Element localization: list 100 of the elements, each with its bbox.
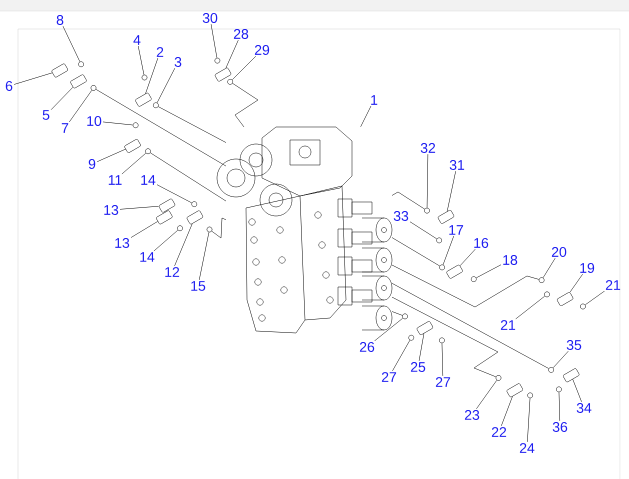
fitting xyxy=(70,74,87,88)
fitting xyxy=(506,383,523,398)
callout-number: 18 xyxy=(503,255,518,265)
leader-line xyxy=(138,46,144,75)
leader-line xyxy=(552,350,569,368)
callout-number: 1 xyxy=(371,95,378,105)
callout-number: 7 xyxy=(62,123,68,133)
o-ring xyxy=(90,85,96,91)
callout-number: 3 xyxy=(174,57,182,67)
callout-number: 35 xyxy=(566,340,582,350)
fitting xyxy=(438,210,454,224)
tube xyxy=(392,237,440,266)
leader-line xyxy=(476,380,498,410)
callout-number: 27 xyxy=(382,372,396,382)
leader-line xyxy=(69,90,92,122)
o-ring xyxy=(436,238,442,244)
o-ring xyxy=(214,58,220,64)
leader-line xyxy=(62,26,80,62)
callout-number: 25 xyxy=(410,362,426,372)
o-ring xyxy=(527,392,534,398)
leader-line xyxy=(14,72,52,85)
callout-number: 13 xyxy=(115,238,130,248)
callout-number: 9 xyxy=(88,159,96,169)
callout-number: 4 xyxy=(133,35,140,45)
callout-number: 28 xyxy=(234,29,248,39)
callout-number: 13 xyxy=(104,205,118,215)
callout-number: 6 xyxy=(6,81,12,91)
fitting xyxy=(52,64,68,78)
leader-line xyxy=(570,274,583,292)
o-ring xyxy=(402,314,408,320)
tube xyxy=(392,283,549,369)
callout-number: 11 xyxy=(108,175,122,185)
leader-line xyxy=(102,122,134,126)
leader-line xyxy=(360,106,372,128)
callout-number: 21 xyxy=(606,280,620,290)
leader-line xyxy=(442,236,454,265)
leader-line xyxy=(145,58,158,94)
leader-line xyxy=(516,296,545,320)
o-ring xyxy=(470,276,477,282)
callout-number: 34 xyxy=(576,403,592,413)
callout-number: 31 xyxy=(450,160,464,170)
o-ring xyxy=(424,208,430,214)
callout-number: 14 xyxy=(141,175,156,185)
callout-number: 16 xyxy=(474,238,488,248)
fitting xyxy=(186,210,204,224)
leader-line xyxy=(392,340,410,372)
callout-number: 26 xyxy=(360,342,374,352)
fitting xyxy=(135,92,152,107)
o-ring xyxy=(132,122,138,128)
leader-line xyxy=(374,318,404,342)
tube xyxy=(392,264,540,308)
callout-number: 22 xyxy=(492,427,506,437)
tube xyxy=(392,296,498,378)
leader-line xyxy=(120,206,159,210)
callout-number: 17 xyxy=(449,225,464,235)
o-ring xyxy=(580,304,586,310)
leader-line xyxy=(96,148,126,162)
valve-drawing xyxy=(216,126,392,334)
callout-number: 33 xyxy=(394,211,408,221)
fitting xyxy=(446,264,463,279)
leader-line xyxy=(50,86,74,110)
leader-line xyxy=(418,333,424,362)
callout-number: 8 xyxy=(56,15,64,25)
leader-line xyxy=(558,392,560,422)
o-ring xyxy=(145,148,151,154)
fitting xyxy=(156,210,172,224)
leader-line xyxy=(156,68,176,104)
callout-number: 29 xyxy=(254,45,270,55)
leader-line xyxy=(476,264,502,278)
callout-number: 24 xyxy=(520,443,534,453)
callout-number: 20 xyxy=(552,247,566,257)
leader-line xyxy=(446,170,456,212)
leader-line xyxy=(232,56,256,80)
leader-line xyxy=(226,40,239,68)
callout-number: 36 xyxy=(552,422,568,432)
leader-line xyxy=(542,258,556,278)
tube xyxy=(232,83,258,128)
leader-line xyxy=(156,184,192,204)
leader-line xyxy=(210,24,218,58)
leader-line xyxy=(460,248,476,266)
callout-number: 10 xyxy=(87,116,102,126)
tube xyxy=(392,192,425,210)
o-ring xyxy=(142,74,148,80)
tube xyxy=(96,89,226,166)
callout-number: 2 xyxy=(156,47,164,57)
o-ring xyxy=(78,61,84,68)
callout-number: 21 xyxy=(500,320,516,330)
leader-line xyxy=(527,398,530,442)
tube xyxy=(392,311,403,316)
tube xyxy=(158,106,226,143)
leader-line xyxy=(442,343,444,376)
fitting xyxy=(563,368,580,382)
fitting xyxy=(124,139,141,153)
o-ring xyxy=(496,375,502,381)
tube xyxy=(150,152,226,202)
callout-number: 23 xyxy=(464,410,480,420)
callout-number: 12 xyxy=(165,267,180,277)
leader-line xyxy=(154,230,178,252)
callout-number: 32 xyxy=(420,143,436,153)
callout-number: 14 xyxy=(140,252,154,262)
